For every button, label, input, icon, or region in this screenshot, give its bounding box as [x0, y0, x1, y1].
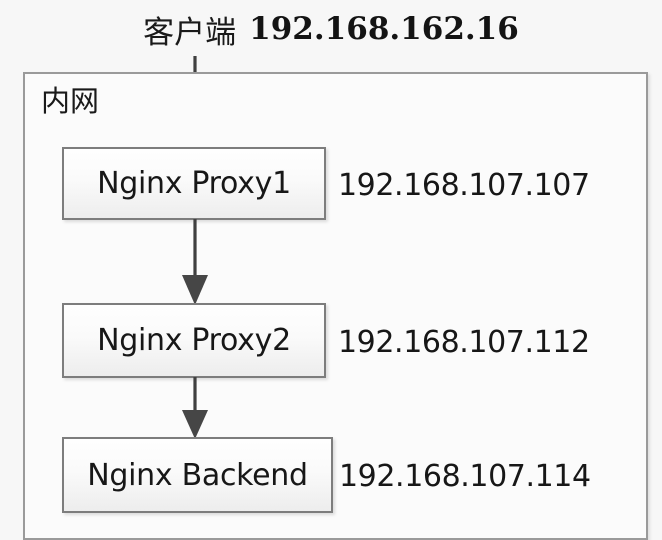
client-header: 客户端 192.168.162.16	[0, 6, 662, 52]
ip-label-nginx-proxy1: 192.168.107.107	[338, 168, 590, 203]
diagram-canvas: 客户端 192.168.162.16 内网 Nginx Proxy1 192.1…	[0, 6, 662, 540]
arrow-proxy1-to-proxy2	[182, 219, 208, 305]
arrow-proxy2-to-backend	[182, 377, 208, 439]
node-nginx-proxy2[interactable]: Nginx Proxy2	[62, 303, 326, 378]
node-nginx-backend[interactable]: Nginx Backend	[62, 437, 333, 513]
node-label: Nginx Proxy1	[97, 166, 291, 201]
node-label: Nginx Backend	[87, 457, 308, 493]
node-label: Nginx Proxy2	[97, 323, 291, 358]
ip-label-nginx-backend: 192.168.107.114	[339, 459, 591, 494]
intranet-zone-label: 内网	[41, 84, 100, 118]
ip-label-nginx-proxy2: 192.168.107.112	[338, 325, 590, 360]
client-ip-label: 192.168.162.16	[249, 11, 519, 47]
client-label: 客户端	[143, 14, 237, 51]
node-nginx-proxy1[interactable]: Nginx Proxy1	[62, 147, 326, 220]
